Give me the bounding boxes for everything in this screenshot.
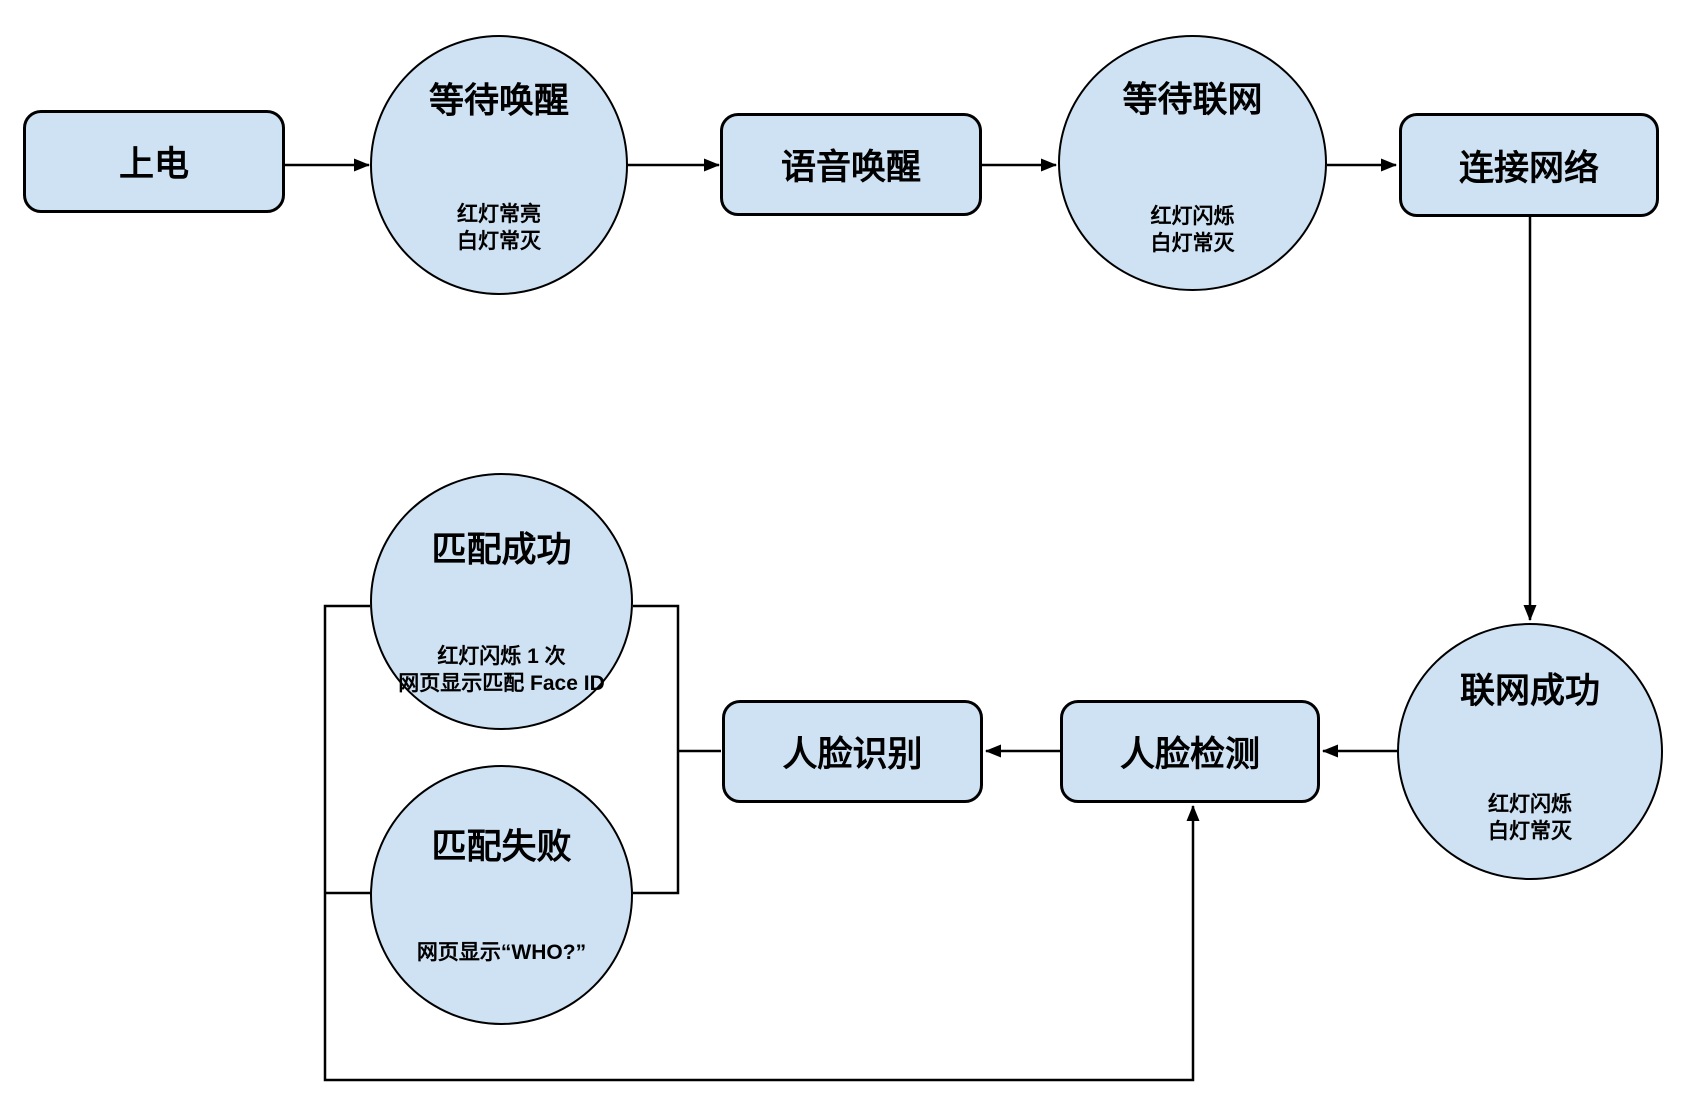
node-power-on: 上电 [23,110,285,213]
node-wait-wake-label: 等待唤醒 [428,81,569,121]
node-match-fail-label: 匹配失败 [431,827,572,867]
edge-face-recognize-fork-to-match-results [633,604,680,895]
note-line: 红灯闪烁 1 次 [437,645,566,669]
node-network-success: 联网成功 红灯闪烁 白灯常灭 [1397,623,1663,880]
node-match-success-label: 匹配成功 [431,530,572,570]
node-match-success-notes: 红灯闪烁 1 次 网页显示匹配 Face ID [372,643,631,697]
note-line: 网页显示匹配 Face ID [398,672,605,696]
note-line: 红灯常亮 [457,202,541,226]
node-face-recognize: 人脸识别 [722,700,983,803]
note-line: 白灯常灭 [1150,232,1235,256]
node-face-detect-label: 人脸检测 [1119,735,1260,774]
edge-match-loop-back-to-face-detect [323,604,1200,1082]
node-voice-wake: 语音唤醒 [720,113,982,216]
note-line: 红灯闪烁 [1488,792,1572,816]
node-power-on-label: 上电 [118,145,189,184]
node-network-success-label: 联网成功 [1459,671,1600,711]
node-wait-network-notes: 红灯闪烁 白灯常灭 [1060,203,1325,257]
node-face-detect: 人脸检测 [1060,700,1320,803]
node-face-recognize-label: 人脸识别 [782,735,923,774]
node-wait-network: 等待联网 红灯闪烁 白灯常灭 [1058,35,1327,291]
node-connect-network-label: 连接网络 [1458,148,1599,188]
note-line: 网页显示“WHO?” [416,940,587,964]
node-wait-network-label: 等待联网 [1122,80,1263,120]
node-connect-network: 连接网络 [1399,113,1659,217]
node-network-success-notes: 红灯闪烁 白灯常灭 [1399,791,1661,845]
node-match-success: 匹配成功 红灯闪烁 1 次 网页显示匹配 Face ID [370,473,633,730]
node-wait-wake-notes: 红灯常亮 白灯常灭 [372,201,626,255]
node-voice-wake-label: 语音唤醒 [780,148,921,187]
note-line: 白灯常灭 [457,229,541,253]
node-match-fail-notes: 网页显示“WHO?” [372,939,631,966]
note-line: 红灯闪烁 [1150,205,1235,229]
node-match-fail: 匹配失败 网页显示“WHO?” [370,765,633,1025]
note-line: 白灯常灭 [1488,819,1572,843]
node-wait-wake: 等待唤醒 红灯常亮 白灯常灭 [370,35,628,295]
